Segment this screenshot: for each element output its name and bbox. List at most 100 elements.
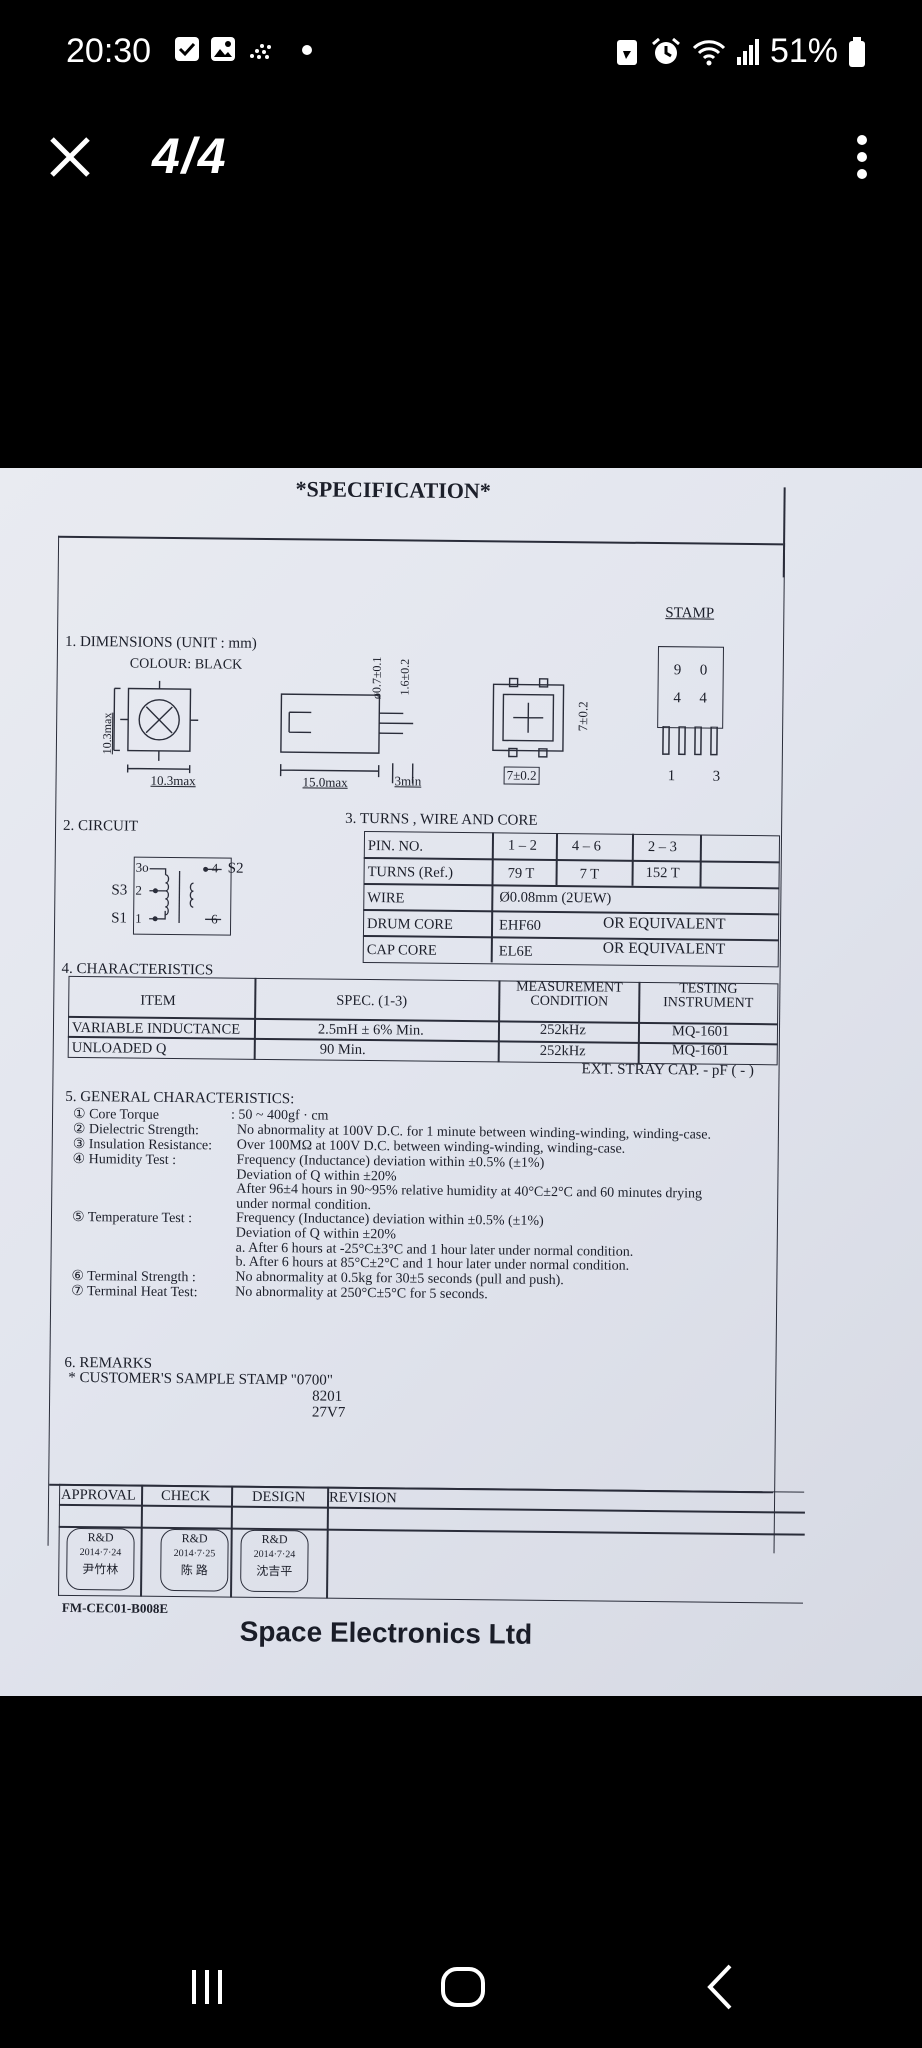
form-code: FM-CEC01-B008E <box>61 1599 169 1616</box>
dim-length: 15.0max <box>302 774 348 790</box>
dim-pin: 3min <box>394 773 422 789</box>
circuit-drawing <box>149 866 222 924</box>
viewer-toolbar: 4/4 <box>0 105 922 205</box>
circuit-pin-3: 3o <box>135 859 149 875</box>
turns-row-label: CAP CORE <box>366 942 437 959</box>
stamp-name: 沈吉平 <box>256 1563 293 1579</box>
turns-cell: Ø0.08mm (2UEW) <box>499 889 612 907</box>
status-time: 20:30 <box>66 32 152 70</box>
cell-signal-icon <box>736 38 759 65</box>
turns-cell: OR EQUIVALENT <box>602 939 726 958</box>
page-counter: 4/4 <box>152 128 228 184</box>
stamp-date: 2014·7·24 <box>253 1548 296 1561</box>
general-item-label: ④ Humidity Test : <box>72 1151 177 1169</box>
stamp-name: 尹竹林 <box>82 1562 119 1577</box>
dimensions-heading: 1. DIMENSIONS (UNIT : mm) <box>64 633 257 652</box>
circuit-heading: 2. CIRCUIT <box>63 817 139 835</box>
char-cell: VARIABLE INDUCTANCE <box>71 1019 241 1038</box>
remarks-line-3: 27V7 <box>311 1404 346 1421</box>
circuit-s1: S1 <box>111 910 128 927</box>
turns-cell: 79 T <box>507 865 535 882</box>
dim-bottom-height: 7±0.2 <box>575 701 591 732</box>
side-view-drawing <box>279 693 414 784</box>
turns-cell: EL6E <box>498 943 533 960</box>
remarks-line-2: 8201 <box>312 1388 343 1405</box>
turns-cell: 152 T <box>645 864 680 882</box>
top-view-drawing <box>113 680 199 774</box>
approval-header: DESIGN <box>251 1488 306 1506</box>
battery-saver-icon <box>616 39 637 65</box>
circuit-pin-4: 4 <box>211 860 219 876</box>
char-header: TESTING INSTRUMENT <box>663 981 754 1012</box>
turns-cell: 1 – 2 <box>507 837 537 854</box>
circuit-s2: S2 <box>227 860 244 877</box>
status-bar: 20:30 51% <box>0 0 922 105</box>
char-cell: 252kHz <box>539 1021 586 1039</box>
stamp-component <box>657 646 725 729</box>
turns-heading: 3. TURNS , WIRE AND CORE <box>345 810 538 829</box>
circuit-pin-1: 1 <box>135 910 142 926</box>
colour-label: COLOUR: BLACK <box>129 656 243 673</box>
dim-pin-len: 1.6±0.2 <box>397 658 412 696</box>
circuit-pin-2: 2 <box>135 882 142 898</box>
more-vert-icon[interactable] <box>842 131 882 183</box>
turns-cell: OR EQUIVALENT <box>603 914 726 933</box>
alarm-icon <box>651 37 680 64</box>
turns-cell: 7 T <box>579 866 600 883</box>
stamp-date: 2014·7·24 <box>79 1547 122 1559</box>
recents-icon[interactable] <box>172 1952 242 2022</box>
char-header: ITEM <box>140 992 176 1010</box>
turns-cell: 4 – 6 <box>571 838 601 855</box>
stamp-pin-1: 1 <box>667 768 676 785</box>
specification-document: *SPECIFICATION* STAMP 9 0 4 4 1 3 1. DIM… <box>0 468 922 1696</box>
general-item-label: ⑦ Terminal Heat Test: <box>71 1283 198 1301</box>
turns-row-label: TURNS (Ref.) <box>367 864 454 881</box>
home-icon[interactable] <box>428 1952 498 2022</box>
dim-width: 10.3max <box>150 772 196 789</box>
circuit-pin-6: 6 <box>211 911 218 927</box>
approval-header: REVISION <box>328 1489 397 1507</box>
stamp-name: 陈 路 <box>180 1563 208 1578</box>
status-right: 51% <box>614 32 866 71</box>
bottom-view-drawing <box>492 677 565 758</box>
stamp-digit-3: 4 <box>673 690 682 707</box>
battery-icon <box>849 36 865 67</box>
remarks-line-1: * CUSTOMER'S SAMPLE STAMP "0700" <box>68 1369 334 1389</box>
stamp-date: 2014·7·25 <box>173 1548 216 1560</box>
approval-header: APPROVAL <box>60 1486 136 1504</box>
wifi-icon <box>692 39 726 65</box>
doc-title: *SPECIFICATION* <box>295 476 491 504</box>
dim-bottom-width: 7±0.2 <box>503 766 540 785</box>
dot-icon <box>302 45 312 55</box>
stamp-pins-drawing <box>662 726 718 756</box>
stamp-digit-1: 9 <box>673 662 682 679</box>
stray-cap-note: EXT. STRAY CAP. - pF ( - ) <box>581 1061 755 1080</box>
check-box-icon <box>175 37 199 61</box>
char-header: SPEC. (1-3) <box>336 992 408 1010</box>
char-header: MEASUREMENT CONDITION <box>516 979 623 1010</box>
approval-header: CHECK <box>160 1487 211 1505</box>
char-cell: UNLOADED Q <box>71 1039 167 1057</box>
back-icon[interactable] <box>686 1952 756 2022</box>
char-cell: 252kHz <box>539 1042 586 1060</box>
circuit-s3: S3 <box>111 882 128 899</box>
dim-height: 10.3max <box>99 712 115 755</box>
stamp-top: R&D <box>261 1531 288 1547</box>
stamp-pin-3: 3 <box>712 768 721 785</box>
turns-cell: 2 – 3 <box>647 838 677 856</box>
close-icon[interactable] <box>44 131 96 183</box>
dim-pin-dia: ø0.7±0.1 <box>369 656 384 700</box>
stamp-label: STAMP <box>665 605 715 622</box>
stamp-top: R&D <box>181 1531 208 1546</box>
stamp-digit-4: 4 <box>699 690 708 707</box>
document-photo[interactable]: *SPECIFICATION* STAMP 9 0 4 4 1 3 1. DIM… <box>0 468 922 1696</box>
char-cell: 2.5mH ± 6% Min. <box>317 1021 424 1039</box>
char-cell: 90 Min. <box>319 1041 366 1059</box>
approval-stamp: R&D 2014·7·25 陈 路 <box>160 1528 229 1592</box>
turns-row-label: PIN. NO. <box>367 838 424 855</box>
stamp-top: R&D <box>87 1530 114 1545</box>
general-item-text: No abnormality at 250°C±5°C for 5 second… <box>235 1284 488 1303</box>
